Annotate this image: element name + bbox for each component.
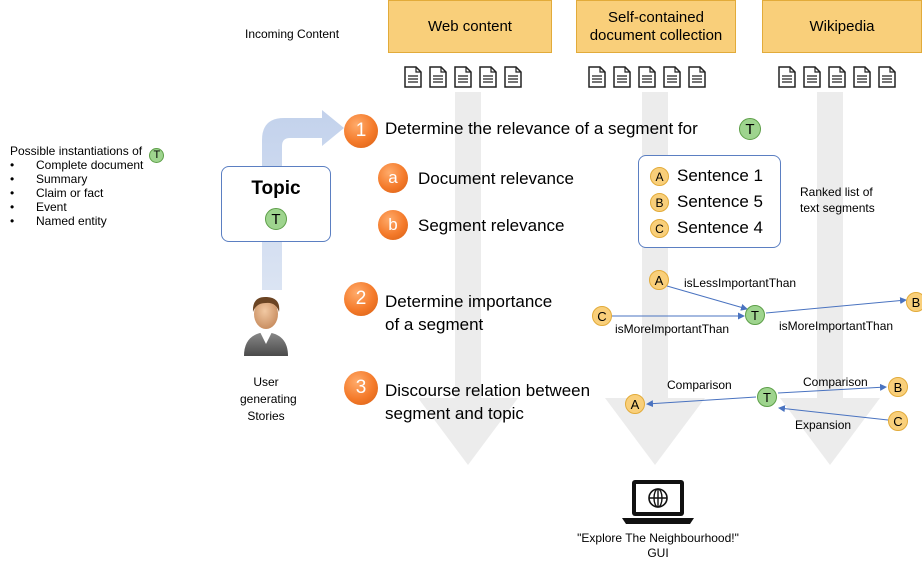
ranked-list-box: A Sentence 1 B Sentence 5 C Sentence 4 xyxy=(638,155,781,248)
document-icon xyxy=(504,66,522,88)
user-caption-line: generating xyxy=(240,392,297,406)
step-2-line: Determine importance xyxy=(385,292,553,311)
importance-node-t: T xyxy=(745,305,765,325)
user-caption: User generating Stories xyxy=(240,374,297,425)
user-caption-line: User xyxy=(253,375,279,389)
document-icon xyxy=(429,66,447,88)
ranked-caption-line: text segments xyxy=(800,201,875,215)
gui-caption-line: GUI xyxy=(647,546,669,560)
list-item: Event xyxy=(10,200,143,214)
discourse-node-t: T xyxy=(757,387,777,407)
document-icon xyxy=(404,66,422,88)
discourse-connectors xyxy=(646,383,889,421)
document-icon xyxy=(479,66,497,88)
source-label: Wikipedia xyxy=(809,17,875,35)
document-icon xyxy=(803,66,821,88)
laptop-globe-icon xyxy=(622,480,694,524)
flow-arrow-web xyxy=(418,92,518,465)
web-documents xyxy=(404,66,522,88)
step-1-topic-symbol: T xyxy=(739,118,761,140)
list-item: Summary xyxy=(10,172,143,186)
ranked-item-letter: C xyxy=(650,219,669,238)
substep-b-badge: b xyxy=(378,210,408,240)
list-item: Claim or fact xyxy=(10,186,143,200)
document-icon xyxy=(638,66,656,88)
discourse-rel-c: Expansion xyxy=(795,418,852,432)
step-3-badge: 3 xyxy=(344,371,378,405)
discourse-rel-b: Comparison xyxy=(803,375,868,389)
document-icon xyxy=(878,66,896,88)
instantiations-list: Complete document Summary Claim or fact … xyxy=(10,158,143,228)
discourse-rel-a: Comparison xyxy=(667,378,732,392)
discourse-node-a: A xyxy=(625,394,645,414)
source-label: Self-contained document collection xyxy=(589,8,723,44)
ranked-item-text: Sentence 1 xyxy=(677,166,764,185)
user-caption-line: Stories xyxy=(247,409,285,423)
list-item: Named entity xyxy=(10,214,143,228)
source-web-content: Web content xyxy=(388,0,552,53)
importance-node-c: C xyxy=(592,306,612,326)
importance-rel-b: isMoreImportantThan xyxy=(779,319,894,333)
step-2-text: Determine importance of a segment xyxy=(385,290,552,336)
gui-caption-line: "Explore The Neighbourhood!" xyxy=(577,531,739,545)
topic-box: Topic T xyxy=(221,166,331,242)
ranked-item-letter: A xyxy=(650,167,669,186)
step-2-line: of a segment xyxy=(385,315,484,334)
document-icon xyxy=(588,66,606,88)
substep-a-badge: a xyxy=(378,163,408,193)
incoming-content-label: Incoming Content xyxy=(245,27,340,41)
document-icon xyxy=(828,66,846,88)
ranked-caption: Ranked list of text segments xyxy=(800,184,875,216)
step-3-line: segment and topic xyxy=(385,404,524,423)
ranked-item-letter: B xyxy=(650,193,669,212)
topic-title: Topic xyxy=(251,178,301,199)
substep-a-text: Document relevance xyxy=(418,169,574,188)
instantiations-heading-text: Possible instantiations of xyxy=(10,144,143,158)
importance-rel-c: isMoreImportantThan xyxy=(615,322,730,336)
topic-symbol: T xyxy=(149,147,165,163)
importance-node-b: B xyxy=(906,292,922,312)
flow-arrow-wikipedia xyxy=(780,92,880,465)
step-2-badge: 2 xyxy=(344,282,378,316)
step-1-text: Determine the relevance of a segment for xyxy=(385,119,698,138)
step-3-line: Discourse relation between xyxy=(385,381,591,400)
substep-b-text: Segment relevance xyxy=(418,216,565,235)
document-icon xyxy=(778,66,796,88)
source-document-collection: Self-contained document collection xyxy=(576,0,736,53)
source-label: Web content xyxy=(428,17,512,35)
ranked-caption-line: Ranked list of xyxy=(800,185,873,199)
importance-rel-a: isLessImportantThan xyxy=(684,276,797,290)
instantiations-heading: Possible instantiations of T xyxy=(10,144,165,163)
gui-caption: "Explore The Neighbourhood!" GUI xyxy=(550,531,766,561)
topic-symbol: T xyxy=(265,208,287,230)
ranked-item-text: Sentence 4 xyxy=(677,218,764,237)
document-icon xyxy=(853,66,871,88)
importance-connectors xyxy=(612,285,907,320)
list-item: Complete document xyxy=(10,158,143,172)
step-3-text: Discourse relation between segment and t… xyxy=(385,379,590,425)
document-icon xyxy=(613,66,631,88)
collection-documents xyxy=(588,66,706,88)
document-icon xyxy=(454,66,472,88)
source-wikipedia: Wikipedia xyxy=(762,0,922,53)
document-icon xyxy=(688,66,706,88)
importance-node-a: A xyxy=(649,270,669,290)
step-1-badge: 1 xyxy=(344,114,378,148)
user-icon xyxy=(244,296,288,356)
document-icon xyxy=(663,66,681,88)
discourse-node-c: C xyxy=(888,411,908,431)
discourse-node-b: B xyxy=(888,377,908,397)
ranked-item-text: Sentence 5 xyxy=(677,192,764,211)
wikipedia-documents xyxy=(778,66,896,88)
